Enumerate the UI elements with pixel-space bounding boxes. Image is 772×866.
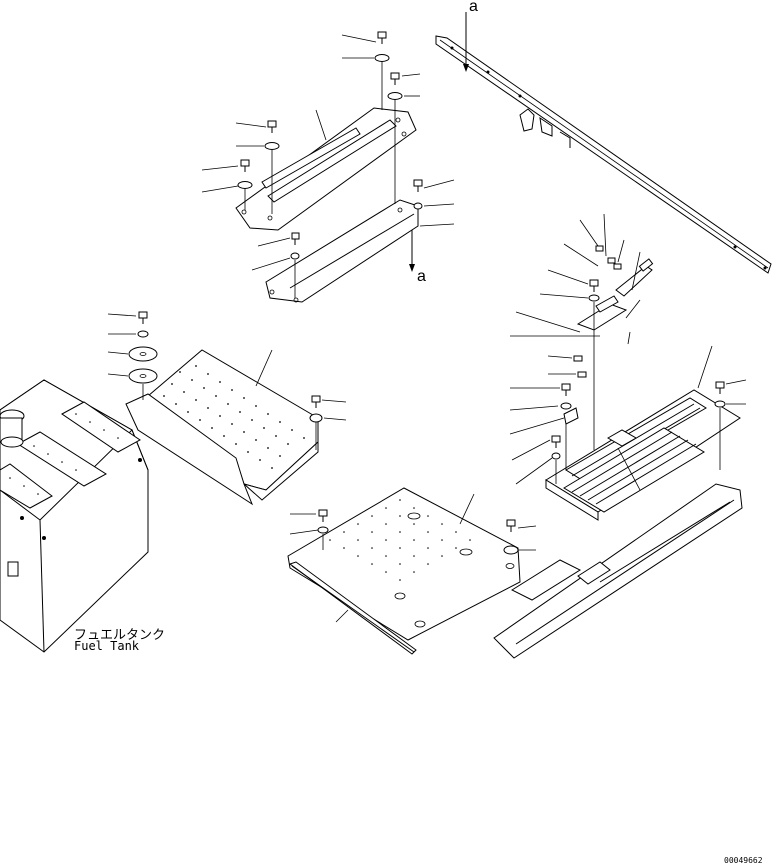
drawing-code: 00049662	[724, 856, 763, 865]
perforated-step-plate	[125, 349, 319, 506]
fuel-tank-label-jp: フュエルタンク	[74, 628, 166, 643]
fuel-tank	[0, 379, 149, 653]
step-bracket	[576, 258, 654, 331]
floor-trim-strip	[288, 561, 417, 655]
washer-icon	[128, 311, 323, 423]
lower-bracket-part	[265, 199, 419, 303]
fuel-tank-label-en: Fuel Tank	[74, 639, 140, 653]
ref-letter-mid: a	[417, 268, 426, 285]
ref-letter-top: a	[469, 0, 478, 15]
lower-step-rail	[493, 483, 743, 659]
long-rail-part	[435, 35, 772, 274]
top-bracket-part	[235, 107, 417, 231]
bolt-icon	[317, 509, 519, 555]
bolt-icon	[551, 245, 726, 460]
right-step-grating	[545, 389, 741, 521]
bolt-icon	[237, 31, 423, 260]
